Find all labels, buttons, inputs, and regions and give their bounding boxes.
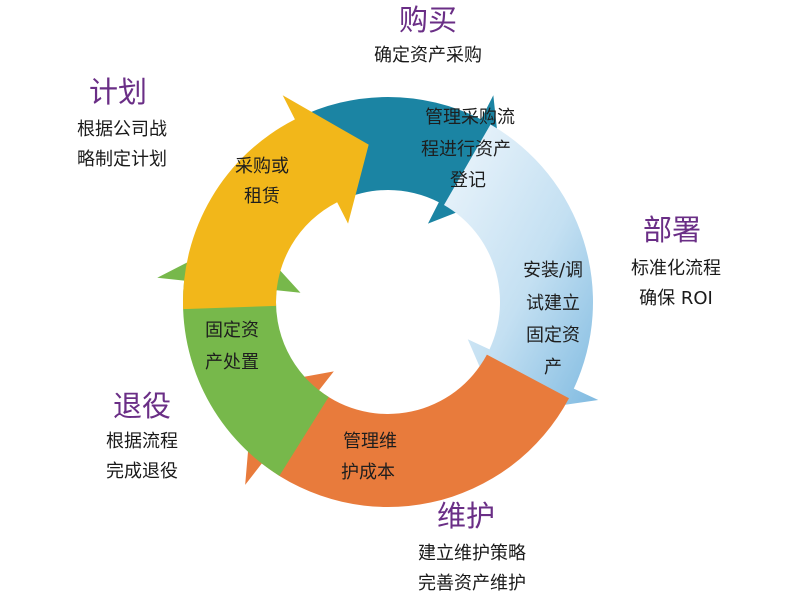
stage-plan: 计划 根据公司战 略制定计划: [77, 75, 167, 170]
stage-desc-maintain-line-2: 完善资产维护: [418, 573, 526, 594]
stage-desc-plan-line-2: 略制定计划: [77, 149, 167, 170]
stage-desc-buy-line-1: 确定资产采购: [374, 45, 482, 66]
deploy-arrow-segment: [444, 124, 599, 415]
stage-desc-plan-line-1: 根据公司战: [77, 119, 167, 140]
stage-buy: 购买 确定资产采购: [374, 3, 482, 66]
stage-desc-maintain-line-1: 建立维护策略: [418, 543, 526, 564]
segment-labels: 采购或 租赁 管理采购流 程进行资产 登记 安装/调 试建立 固定资 产 管理维…: [205, 107, 583, 483]
stage-desc-retire-line-2: 完成退役: [106, 461, 178, 482]
buy-segment-label-line-3: 登记: [450, 170, 486, 191]
buy-segment-label-line-2: 程进行资产: [421, 139, 511, 160]
deploy-segment-label-line-3: 固定资: [526, 325, 580, 346]
deploy-segment-label-line-1: 安装/调: [523, 260, 583, 281]
plan-segment-label-line-2: 租赁: [244, 186, 280, 207]
retire-segment-label-line-2: 产处置: [205, 352, 259, 373]
maintain-arrow-segment: [245, 354, 570, 508]
stage-desc-deploy-line-2: 确保 ROI: [639, 288, 713, 309]
deploy-segment-label-line-2: 试建立: [526, 293, 580, 314]
stage-deploy: 部署 标准化流程 确保 ROI: [631, 213, 721, 309]
stage-maintain: 维护 建立维护策略 完善资产维护: [418, 499, 526, 594]
maintain-segment-label-line-1: 管理维: [343, 431, 397, 452]
stage-title-buy: 购买: [399, 3, 457, 37]
deploy-segment-label-line-4: 产: [544, 357, 562, 378]
stage-retire: 退役 根据流程 完成退役: [106, 389, 178, 482]
stage-title-deploy: 部署: [643, 213, 701, 247]
retire-segment-label-line-1: 固定资: [205, 320, 259, 341]
cycle-ring: [157, 95, 599, 508]
buy-segment-label-line-1: 管理采购流: [425, 107, 515, 128]
maintain-segment-label-line-2: 护成本: [341, 462, 395, 483]
stage-title-maintain: 维护: [437, 499, 495, 533]
stage-title-retire: 退役: [113, 389, 171, 423]
stage-title-plan: 计划: [89, 75, 147, 109]
plan-arrow-segment: [183, 95, 369, 310]
stage-desc-retire-line-1: 根据流程: [106, 431, 178, 452]
plan-segment-label-line-1: 采购或: [235, 156, 289, 177]
stage-desc-deploy-line-1: 标准化流程: [631, 258, 721, 279]
